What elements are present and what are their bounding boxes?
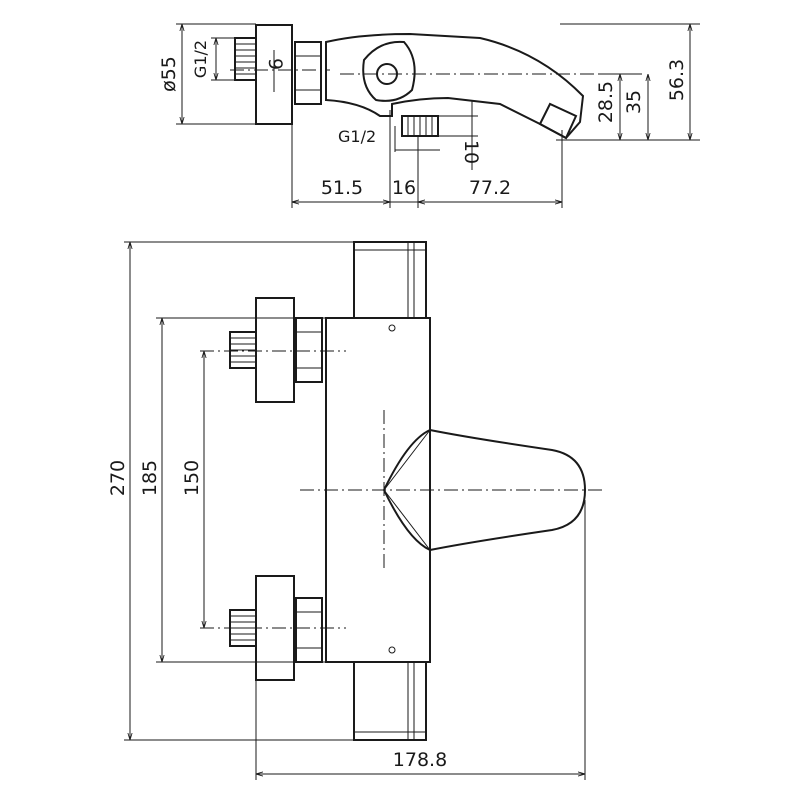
dim-total-width: 178.8	[393, 749, 447, 771]
top-inlet-thread	[234, 37, 257, 81]
front-spout	[382, 428, 587, 552]
top-view: ø55 G1/2 9 G1/2 10 28.5 35 56.3	[158, 23, 700, 208]
front-upper-rosette	[255, 297, 295, 403]
dim-inlet-centers: 150	[181, 460, 203, 496]
dim-outlet-depth: 10	[460, 140, 482, 164]
dim-diameter: ø55	[158, 56, 180, 92]
top-body	[325, 32, 585, 140]
dim-outlet-thread: G1/2	[338, 127, 376, 146]
dim-inlet-offset: 9	[264, 58, 286, 70]
dim-spout-height-2: 35	[623, 90, 645, 114]
front-lower-nut	[295, 597, 323, 663]
dim-base-1: 51.5	[321, 177, 363, 199]
front-view: 270 185 150 178.8	[107, 241, 604, 780]
dim-total-height-top: 56.3	[666, 59, 688, 101]
top-nut	[294, 41, 322, 105]
front-upper-nut	[295, 317, 323, 383]
dim-outer-centers: 185	[139, 460, 161, 496]
front-top-cap	[353, 241, 427, 319]
dim-base-2: 16	[392, 177, 416, 199]
dim-total-height-front: 270	[107, 460, 129, 496]
front-bottom-cap	[353, 661, 427, 741]
dim-spout-height-1: 28.5	[595, 81, 617, 123]
dim-base-3: 77.2	[469, 177, 511, 199]
dim-inlet-thread: G1/2	[191, 40, 210, 78]
